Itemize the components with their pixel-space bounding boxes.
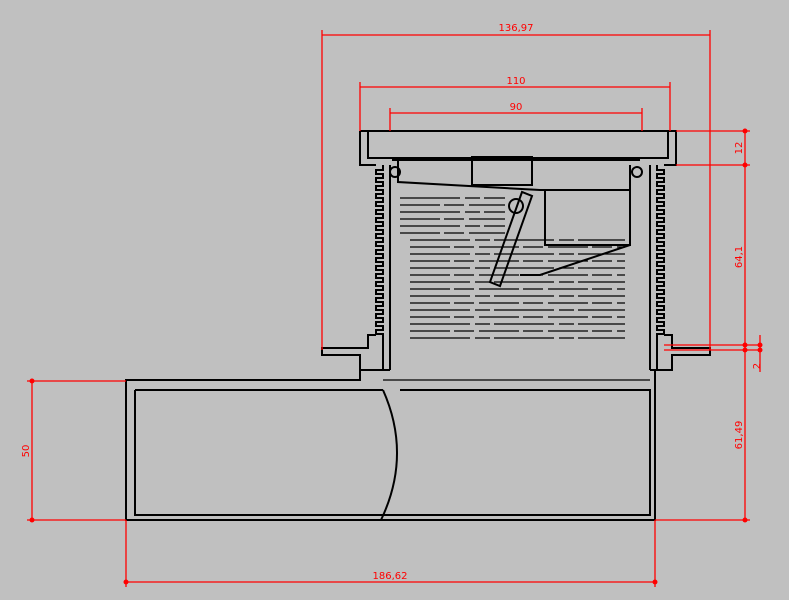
dim-overall-flange-width: 136,97 [499, 23, 534, 34]
basket [392, 159, 640, 276]
dim-grate-height: 12 [734, 142, 745, 155]
right-thread-wall [656, 165, 665, 370]
dimension-tick [742, 128, 748, 134]
dim-overall-length: 186,62 [373, 571, 408, 582]
left-flange [321, 334, 390, 371]
dim-body-height: 64,1 [734, 246, 745, 268]
dim-outlet-diameter: 50 [21, 445, 32, 458]
dim-outlet-height: 61,49 [734, 421, 745, 450]
dimension-tick [742, 347, 748, 353]
dimension-tick [742, 162, 748, 168]
hinge-pin [508, 198, 524, 214]
float-box [544, 189, 631, 246]
dimension-tick [742, 517, 748, 523]
dimension-tick [757, 342, 763, 348]
hatch-lines [400, 197, 625, 339]
dimension-tick [742, 342, 748, 348]
drain-body [125, 130, 711, 521]
dimension-tick [757, 347, 763, 353]
seal-ring-left [389, 166, 401, 178]
dim-grate-width: 110 [506, 76, 525, 87]
seal-ring-right [631, 166, 643, 178]
dimensions: 136,97 110 90 12 64,1 2 61,49 50 186,62 [21, 23, 763, 587]
left-thread-wall [375, 165, 384, 370]
trap-cap [471, 156, 533, 186]
pipe-bend-curve [380, 389, 398, 521]
flap-arm [488, 190, 534, 288]
outlet-pipe [125, 370, 656, 521]
dim-flange-thickness: 2 [752, 363, 763, 369]
right-flange [650, 334, 711, 371]
dim-grate-inner-width: 90 [510, 102, 523, 113]
